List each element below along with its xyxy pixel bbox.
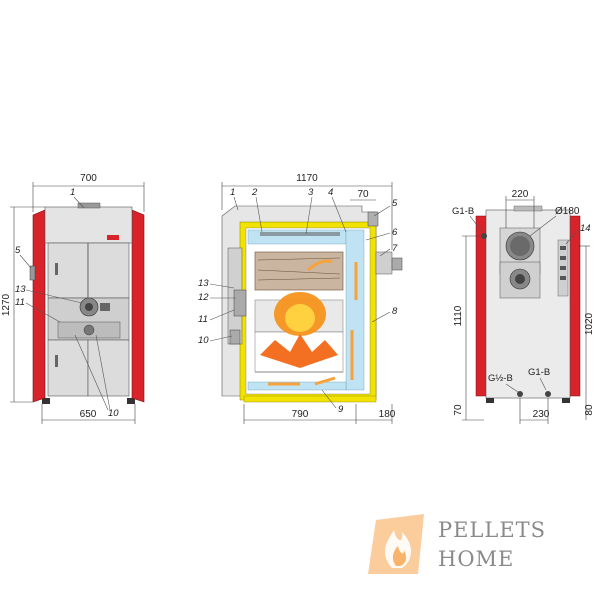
side-top-offset-label: 70 [357,189,369,200]
side-width-label: 1170 [296,173,318,184]
back-bottom-right-label: 80 [584,404,595,416]
side-callout-3: 3 [308,187,314,198]
back-connection-top-left: G1-B [452,206,474,217]
side-callout-12: 12 [198,292,209,303]
side-callout-9: 9 [338,404,344,415]
side-callout-8: 8 [392,306,398,317]
front-callout-10: 10 [108,408,119,419]
brand-line-1: PELLETS [438,518,546,542]
side-callout-6: 6 [392,227,398,238]
back-flue-height-label: 1110 [453,305,464,326]
brand-line-2: HOME [438,547,514,571]
back-flue-diameter-label: Ø180 [555,206,580,217]
back-connection-bottom-right: G1-B [528,367,550,378]
back-bottom-center-label: 230 [533,409,550,420]
back-connection-bottom-left: G½-B [488,373,513,384]
side-callout-10: 10 [198,335,209,346]
side-callout-7: 7 [392,243,398,254]
back-inlet-height-label: 1020 [584,312,595,335]
front-callout-1: 1 [70,187,75,198]
front-base-width-label: 650 [80,409,97,420]
side-callout-1: 1 [230,187,235,198]
front-width-label: 700 [80,173,97,184]
side-callout-2: 2 [251,187,258,198]
side-callout-5: 5 [392,198,398,209]
front-view: 700 1270 650 1 5 13 11 10 [1,173,145,424]
front-callout-13: 13 [15,284,26,295]
side-callout-11: 11 [198,314,208,325]
side-callout-13: 13 [198,278,209,289]
side-section-view: 1170 70 790 180 1 2 3 4 5 6 7 8 9 10 11 [198,173,403,424]
front-callout-5: 5 [15,245,21,256]
back-callout-14: 14 [580,223,591,234]
side-base-offset-label: 180 [379,409,396,420]
back-view: 220 Ø180 14 G1-B 1110 1020 G½-B G1-B 70 … [452,189,595,424]
brand-logo: PELLETS HOME [368,514,546,574]
front-callout-11: 11 [15,297,25,308]
back-top-width-label: 220 [512,189,529,200]
side-callout-4: 4 [328,187,333,198]
side-base-width-label: 790 [292,409,309,420]
front-height-label: 1270 [1,293,12,316]
back-bottom-left-label: 70 [453,404,464,416]
